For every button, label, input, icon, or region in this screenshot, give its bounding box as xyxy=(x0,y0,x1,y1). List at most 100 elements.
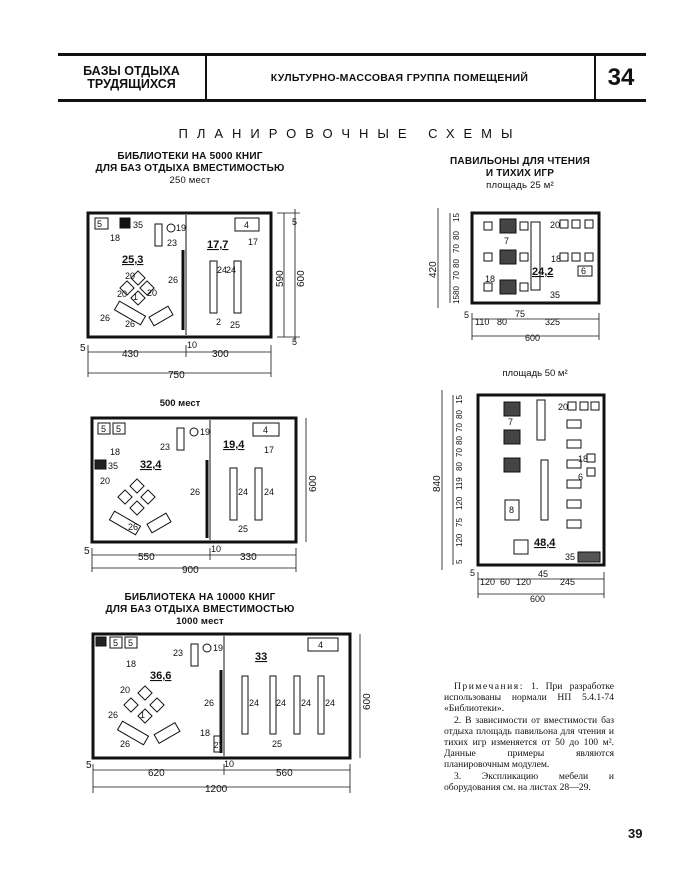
pav1-dimension-lines xyxy=(437,208,600,340)
pav2-area: площадь 50 м² xyxy=(502,368,568,379)
pav2-outer-wall xyxy=(476,393,606,567)
lib3-label-26a: 26 xyxy=(108,710,118,720)
pav1-dim-v3: 80 xyxy=(452,259,461,268)
lib1-label-1: 1 xyxy=(133,292,138,302)
lib1-label-24b: 24 xyxy=(226,265,236,275)
lib3-label-26b: 26 xyxy=(204,698,214,708)
pav1-label-7: 7 xyxy=(504,236,509,246)
lib1-counter-23 xyxy=(154,223,163,247)
lib2-dim-left: 550 xyxy=(138,552,155,563)
lib3-label-1: 1 xyxy=(140,710,145,720)
pav2-table-b xyxy=(503,429,521,445)
pav1-dim-v4: 70 xyxy=(452,271,461,280)
pav2-dim-v5: 80 xyxy=(455,462,464,471)
lib1-reading-tables xyxy=(113,270,174,327)
pav2-label-20: 20 xyxy=(558,402,568,412)
lib3-seats: 1000 мест xyxy=(176,616,224,627)
lib3-caption: БИБЛИОТЕКА НА 10000 КНИГ ДЛЯ БАЗ ОТДЫХА … xyxy=(80,592,320,628)
lib1-label-26b: 26 xyxy=(100,313,110,323)
pav1-dim-v5: 80 xyxy=(452,286,461,295)
pav2-dim-v7: 120 xyxy=(455,496,464,510)
pav2-dim-v3: 80 xyxy=(455,436,464,445)
lib3-outer-wall xyxy=(91,632,352,760)
pav2-dim-v9: 120 xyxy=(455,533,464,547)
lib3-counter-23 xyxy=(190,643,199,667)
lib2-label-24a: 24 xyxy=(238,487,248,497)
pav2-shelf-a xyxy=(536,399,546,441)
lib1-label-20c: 20 xyxy=(117,289,127,299)
lib1-table-19 xyxy=(166,223,176,233)
lib3-dim-left: 620 xyxy=(148,768,165,779)
sheet-number: 34 xyxy=(607,63,635,91)
lib1-label-2: 2 xyxy=(216,317,221,327)
pav1-label-35: 35 xyxy=(550,290,560,300)
lib2-table-19 xyxy=(189,427,199,437)
lib1-dim-mid: 10 xyxy=(187,340,197,350)
lib2-equipment-35 xyxy=(94,459,107,470)
pav1-caption-line1: ПАВИЛЬОНЫ ДЛЯ ЧТЕНИЯ xyxy=(450,156,590,167)
lib2-dim-total: 900 xyxy=(182,565,199,575)
pav1-dim-c: 75 xyxy=(515,309,525,319)
lib2-dim-mid: 10 xyxy=(211,544,221,554)
lib2-label-20: 20 xyxy=(100,476,110,486)
pav2-table-a xyxy=(503,401,521,417)
lib1-shelf-a xyxy=(209,260,218,314)
pav2-dim-v0: 15 xyxy=(455,395,464,404)
pav2-equipment-35 xyxy=(577,551,601,563)
lib2-dim-h: 600 xyxy=(308,475,319,492)
lib3-table-19 xyxy=(202,643,212,653)
pav2-dim-v4: 70 xyxy=(455,448,464,457)
lib1-label-17: 17 xyxy=(248,237,258,247)
lib1-caption-line1: БИБЛИОТЕКИ НА 5000 КНИГ xyxy=(117,151,263,162)
lib1-cabinet-4 xyxy=(234,217,260,232)
lib3-reading-tables xyxy=(116,685,181,746)
pav1-table-c xyxy=(499,279,517,295)
pav2-dim-a: 120 xyxy=(480,577,495,587)
notes-heading: Примечания: xyxy=(454,681,524,692)
pav1-label-18b: 18 xyxy=(551,254,561,264)
lib1-dim-total: 750 xyxy=(168,370,185,381)
lib1-label-20a: 20 xyxy=(125,271,135,281)
lib3-label-27: 27 xyxy=(214,741,223,750)
lib2-label-5b: 5 xyxy=(116,424,121,434)
lib2-area-a: 32,4 xyxy=(140,459,162,471)
pav1-dim-v6: 15 xyxy=(452,295,461,304)
lib3-dim-total: 1200 xyxy=(205,784,228,795)
lib1-label-25: 25 xyxy=(230,320,240,330)
lib3-label-24b: 24 xyxy=(276,698,286,708)
lib3-shelf-a xyxy=(241,675,249,735)
pav2-dim-b: 60 xyxy=(500,577,510,587)
lib3-equipment xyxy=(95,636,107,647)
lib3-dim-right: 560 xyxy=(276,768,293,779)
pav1-outer-wall xyxy=(470,211,601,305)
lib3-label-24c: 24 xyxy=(301,698,311,708)
lib1-dim-top: 5 xyxy=(292,217,297,227)
pav2-dim-d: 45 xyxy=(538,569,548,579)
pav2-dim-v2: 70 xyxy=(455,423,464,432)
lib1-label-4: 4 xyxy=(244,220,249,230)
lib2-label-26b: 26 xyxy=(128,522,138,532)
lib3-dim-wall: 5 xyxy=(86,760,92,771)
lib1-desk-5 xyxy=(94,217,109,230)
pav1-label-20: 20 xyxy=(550,220,560,230)
lib3-desk-a xyxy=(109,636,123,649)
lib1-seats: 250 мест xyxy=(169,175,211,186)
lib2-label-26a: 26 xyxy=(190,487,200,497)
pav1-label-6: 6 xyxy=(581,266,586,276)
pav1-caption: ПАВИЛЬОНЫ ДЛЯ ЧТЕНИЯ И ТИХИХ ИГР площадь… xyxy=(420,156,620,192)
lib2-label-5a: 5 xyxy=(101,424,106,434)
pav2-dimension-lines xyxy=(441,390,605,598)
lib1-outer-wall xyxy=(86,211,273,339)
pav2-area-num: 48,4 xyxy=(534,537,556,549)
pav1-table-a xyxy=(499,218,517,234)
lib3-label-5b: 5 xyxy=(128,638,133,648)
lib1-dim-wall: 5 xyxy=(80,343,86,354)
notes: Примечания: 1. При разработке использова… xyxy=(444,681,614,793)
pav2-dim-v8: 75 xyxy=(455,518,464,527)
pav2-table-c xyxy=(503,457,521,473)
lib1-dim-left: 430 xyxy=(122,349,139,360)
lib2-label-17: 17 xyxy=(264,445,274,455)
lib3-shelf-d xyxy=(317,675,325,735)
lib1-dim-bot: 5 xyxy=(292,337,297,347)
lib3-area-a: 36,6 xyxy=(150,670,171,682)
